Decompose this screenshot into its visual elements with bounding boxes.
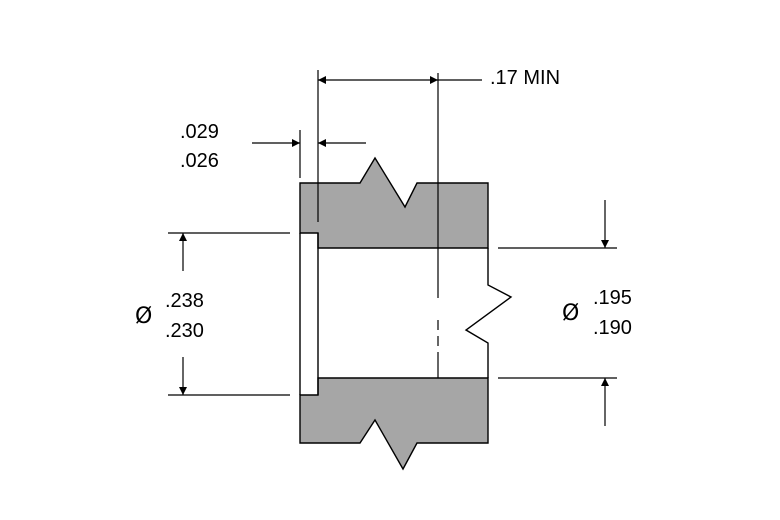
counterbore-diameter-dimension: Ø .238 .230 bbox=[135, 232, 290, 396]
cb-diameter-lower: .230 bbox=[165, 320, 204, 342]
upper-wall-section bbox=[299, 156, 489, 249]
step-depth-lower: .026 bbox=[180, 150, 219, 172]
bore-diameter-symbol: Ø bbox=[562, 301, 579, 326]
depth-min-dimension: .17 MIN bbox=[317, 67, 560, 222]
depth-min-label: .17 MIN bbox=[490, 67, 560, 89]
cb-diameter-upper: .238 bbox=[165, 290, 204, 312]
step-depth-upper: .029 bbox=[180, 121, 219, 143]
bore-diameter-upper: .195 bbox=[593, 287, 632, 309]
cb-diameter-symbol: Ø bbox=[135, 304, 152, 329]
step-depth-dimension: .029 .026 bbox=[180, 121, 366, 178]
bore-diameter-dimension: Ø .195 .190 bbox=[498, 200, 632, 426]
bore-diameter-lower: .190 bbox=[593, 317, 632, 339]
counterbore-step-outline bbox=[299, 233, 319, 395]
lower-wall-section bbox=[299, 377, 489, 471]
bore-break-line bbox=[464, 248, 513, 378]
